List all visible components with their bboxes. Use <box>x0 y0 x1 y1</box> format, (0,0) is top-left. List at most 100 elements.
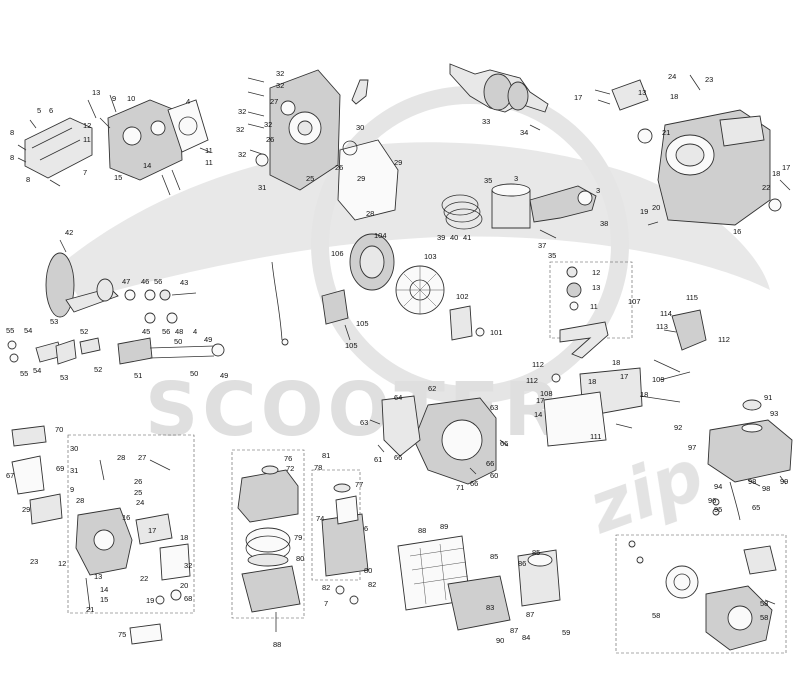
callout-label: 84 <box>522 633 530 642</box>
callout-label: 12 <box>83 121 91 130</box>
recoil-starter-group <box>615 534 787 654</box>
float-bowl <box>159 543 191 581</box>
muffler <box>321 513 369 577</box>
callout-label: 14 <box>100 585 108 594</box>
rocker-plate-2 <box>55 339 77 365</box>
callout-label: 40 <box>450 233 458 242</box>
rocker-group <box>7 337 225 365</box>
callout-label: 29 <box>22 505 30 514</box>
callout-label: 49 <box>204 335 212 344</box>
callout-label: 28 <box>117 453 125 462</box>
callout-label: 15 <box>100 595 108 604</box>
callout-label: 13 <box>92 88 100 97</box>
callout-label: 10 <box>127 94 135 103</box>
callout-label: 33 <box>482 117 490 126</box>
callout-label: 50 <box>190 369 198 378</box>
callout-label: 6 <box>49 106 53 115</box>
callout-label: 13 <box>638 88 646 97</box>
callout-label: 80 <box>364 566 372 575</box>
callout-label: 104 <box>374 231 387 240</box>
ignition-coil <box>321 289 349 325</box>
callout-label: 115 <box>686 293 698 302</box>
callout-label: 8 <box>10 128 14 137</box>
callout-label: 114 <box>660 309 672 318</box>
cylinder-head <box>107 99 183 181</box>
callout-label: 21 <box>662 128 670 137</box>
callout-label: 20 <box>652 203 660 212</box>
air-filter-element <box>245 527 291 553</box>
callout-label: 48 <box>175 327 183 336</box>
callout-label: 26 <box>134 477 142 486</box>
callout-label: 15 <box>114 173 122 182</box>
callout-label: 32 <box>276 69 284 78</box>
rocker-bracket <box>117 337 153 365</box>
callout-label: 102 <box>456 292 469 301</box>
callout-label: 55 <box>6 326 14 335</box>
callout-label: 22 <box>762 183 770 192</box>
air-filter-gasket <box>129 623 163 645</box>
cover-gasket <box>337 139 399 221</box>
callout-label: 32 <box>238 150 246 159</box>
callout-label: 75 <box>118 630 126 639</box>
callout-label: 91 <box>764 393 772 402</box>
callout-label: 39 <box>437 233 445 242</box>
air-cleaner-base <box>241 565 301 613</box>
callout-label: 90 <box>496 636 504 645</box>
control-bracket <box>671 309 707 351</box>
fuel-tank <box>707 419 793 483</box>
callout-label: 31 <box>258 183 266 192</box>
flywheel-group <box>271 233 485 346</box>
callout-label: 20 <box>180 581 188 590</box>
cam-gear <box>45 252 75 318</box>
callout-label: 32 <box>236 125 244 134</box>
callout-label: 82 <box>322 583 330 592</box>
callout-label: 101 <box>490 328 503 337</box>
callout-label: 32 <box>184 561 192 570</box>
callout-label: 32 <box>276 81 284 90</box>
callout-label: 89 <box>440 522 448 531</box>
piston-group <box>441 183 597 239</box>
callout-label: 72 <box>286 464 294 473</box>
callout-label: 56 <box>162 327 170 336</box>
callout-label: 29 <box>394 158 402 167</box>
callout-label: 66 <box>486 459 494 468</box>
callout-label: 29 <box>357 174 365 183</box>
callout-label: 49 <box>220 371 228 380</box>
fan-shroud-group <box>369 395 509 485</box>
carb-gasket <box>11 455 45 495</box>
callout-label: 58 <box>760 613 768 622</box>
callout-label: 69 <box>56 464 64 473</box>
callout-label: 30 <box>70 444 78 453</box>
callout-label: 23 <box>30 557 38 566</box>
pushrod-2 <box>149 355 215 359</box>
carburetor-group <box>11 425 195 645</box>
callout-label: 35 <box>548 251 556 260</box>
callout-label: 16 <box>733 227 741 236</box>
callout-label: 85 <box>490 552 498 561</box>
callout-label: 109 <box>652 375 665 384</box>
callout-label: 18 <box>612 358 620 367</box>
callout-label: 80 <box>296 554 304 563</box>
callout-label: 18 <box>772 169 780 178</box>
callout-label: 18 <box>588 377 596 386</box>
callout-label: 17 <box>536 396 544 405</box>
callout-label: 23 <box>705 75 713 84</box>
callout-label: 6 <box>364 524 368 533</box>
callout-label: 67 <box>6 471 14 480</box>
callout-label: 66 <box>394 453 402 462</box>
callout-label: 30 <box>356 123 364 132</box>
oil-seal <box>280 100 296 116</box>
callout-label: 32 <box>264 120 272 129</box>
callout-label: 4 <box>186 97 190 106</box>
callout-label: 26 <box>335 163 343 172</box>
fuel-tank-group <box>707 399 793 521</box>
callout-label: 95 <box>714 505 722 514</box>
callout-label: 17 <box>782 163 790 172</box>
air-cleaner-cover <box>237 469 299 523</box>
callout-label: 105 <box>356 319 369 328</box>
callout-label: 103 <box>424 252 437 261</box>
callout-label: 13 <box>94 572 102 581</box>
callout-label: 79 <box>294 533 302 542</box>
